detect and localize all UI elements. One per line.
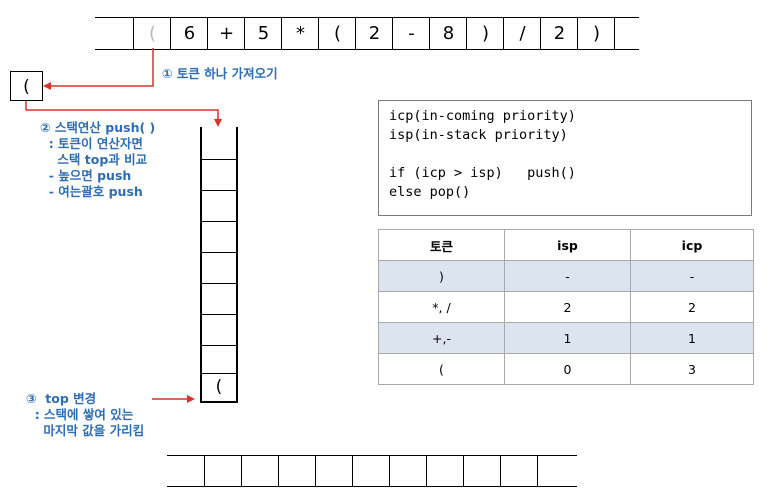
cell-token: +,- (378, 322, 505, 354)
step1-label: ① 토큰 하나 가져오기 (162, 66, 278, 81)
step2-detail-2: 스택 top과 비교 (40, 152, 148, 167)
table-row: *, / 2 2 (378, 291, 754, 323)
cell-isp: - (504, 260, 631, 292)
step3-detail-1: : 스택에 쌓여 있는 (26, 407, 134, 422)
table-row: ) - - (378, 260, 754, 292)
stack-slot-divider (200, 283, 238, 284)
output-cell (426, 456, 464, 486)
output-cell (500, 456, 538, 486)
output-cell (537, 456, 578, 486)
header-icp: icp (630, 229, 754, 261)
step2-detail-3: - 높으면 push (40, 168, 132, 183)
output-cell (352, 456, 390, 486)
token-cell: - (392, 18, 430, 49)
cell-token: ) (378, 260, 505, 292)
cell-token: *, / (378, 291, 505, 323)
stack-slot-divider (200, 190, 238, 191)
stack-bottom (200, 401, 238, 403)
token-cell: ) (466, 18, 504, 49)
priority-rule-code: icp(in-coming priority) isp(in-stack prio… (378, 100, 752, 216)
table-row: ( 0 3 (378, 353, 754, 385)
cell-icp: 1 (630, 322, 754, 354)
table-row: +,- 1 1 (378, 322, 754, 354)
output-row (167, 455, 577, 487)
step2-detail-1: : 토큰이 연산자면 (40, 136, 143, 151)
cell-icp: 3 (630, 353, 754, 385)
stack-slot-divider (200, 221, 238, 222)
stack-left-wall (200, 127, 202, 403)
output-cell (463, 456, 501, 486)
token-cell: 6 (170, 18, 208, 49)
stack-slot-divider (200, 252, 238, 253)
cell-isp: 2 (504, 291, 631, 323)
cell-isp: 0 (504, 353, 631, 385)
token-cell: 2 (355, 18, 393, 49)
push-arrow (25, 101, 219, 121)
header-isp: isp (504, 229, 631, 261)
step3-detail-2: 마지막 값을 가리킴 (26, 423, 145, 438)
cell-icp: - (630, 260, 754, 292)
current-token-box: ( (10, 71, 43, 101)
stack-top-value: ( (215, 377, 223, 397)
cell-isp: 1 (504, 322, 631, 354)
code-line (389, 145, 741, 164)
step2-title: ② 스택연산 push( ) (40, 120, 156, 135)
cell-icp: 2 (630, 291, 754, 323)
output-cell (315, 456, 353, 486)
token-cell: 8 (429, 18, 467, 49)
cell-token: ( (378, 353, 505, 385)
token-cell: + (207, 18, 245, 49)
output-cell (389, 456, 427, 486)
header-token: 토큰 (378, 229, 505, 261)
code-line: else pop() (389, 184, 471, 200)
token-cell: ( (133, 18, 171, 49)
input-token-row: ( 6 + 5 * ( 2 - 8 ) / 2 ) (95, 17, 639, 50)
output-cell (241, 456, 279, 486)
token-cell: ) (577, 18, 615, 49)
output-cell (278, 456, 316, 486)
table-header-row: 토큰 isp icp (378, 229, 754, 261)
token-cell: ( (318, 18, 356, 49)
stack-slot-divider (200, 373, 238, 374)
stack-slot-divider (200, 159, 238, 160)
stack-slot-divider (200, 345, 238, 346)
fetch-arrow (48, 48, 154, 87)
code-line: isp(in-stack priority) (389, 127, 568, 143)
code-line: if (icp > isp) push() (389, 165, 576, 181)
token-cell (614, 18, 640, 49)
priority-table: 토큰 isp icp ) - - *, / 2 2 +,- 1 1 ( 0 3 (378, 229, 754, 385)
output-cell (204, 456, 242, 486)
token-cell: / (503, 18, 541, 49)
token-cell: 2 (540, 18, 578, 49)
code-line: icp(in-coming priority) (389, 108, 576, 124)
stack-right-wall (236, 127, 238, 403)
token-cell: * (281, 18, 319, 49)
step2-detail-4: - 여는괄호 push (40, 184, 143, 199)
token-cell: 5 (244, 18, 282, 49)
stack-slot-divider (200, 314, 238, 315)
step3-title: ③ top 변경 (26, 391, 97, 406)
operator-stack: ( (200, 127, 238, 403)
